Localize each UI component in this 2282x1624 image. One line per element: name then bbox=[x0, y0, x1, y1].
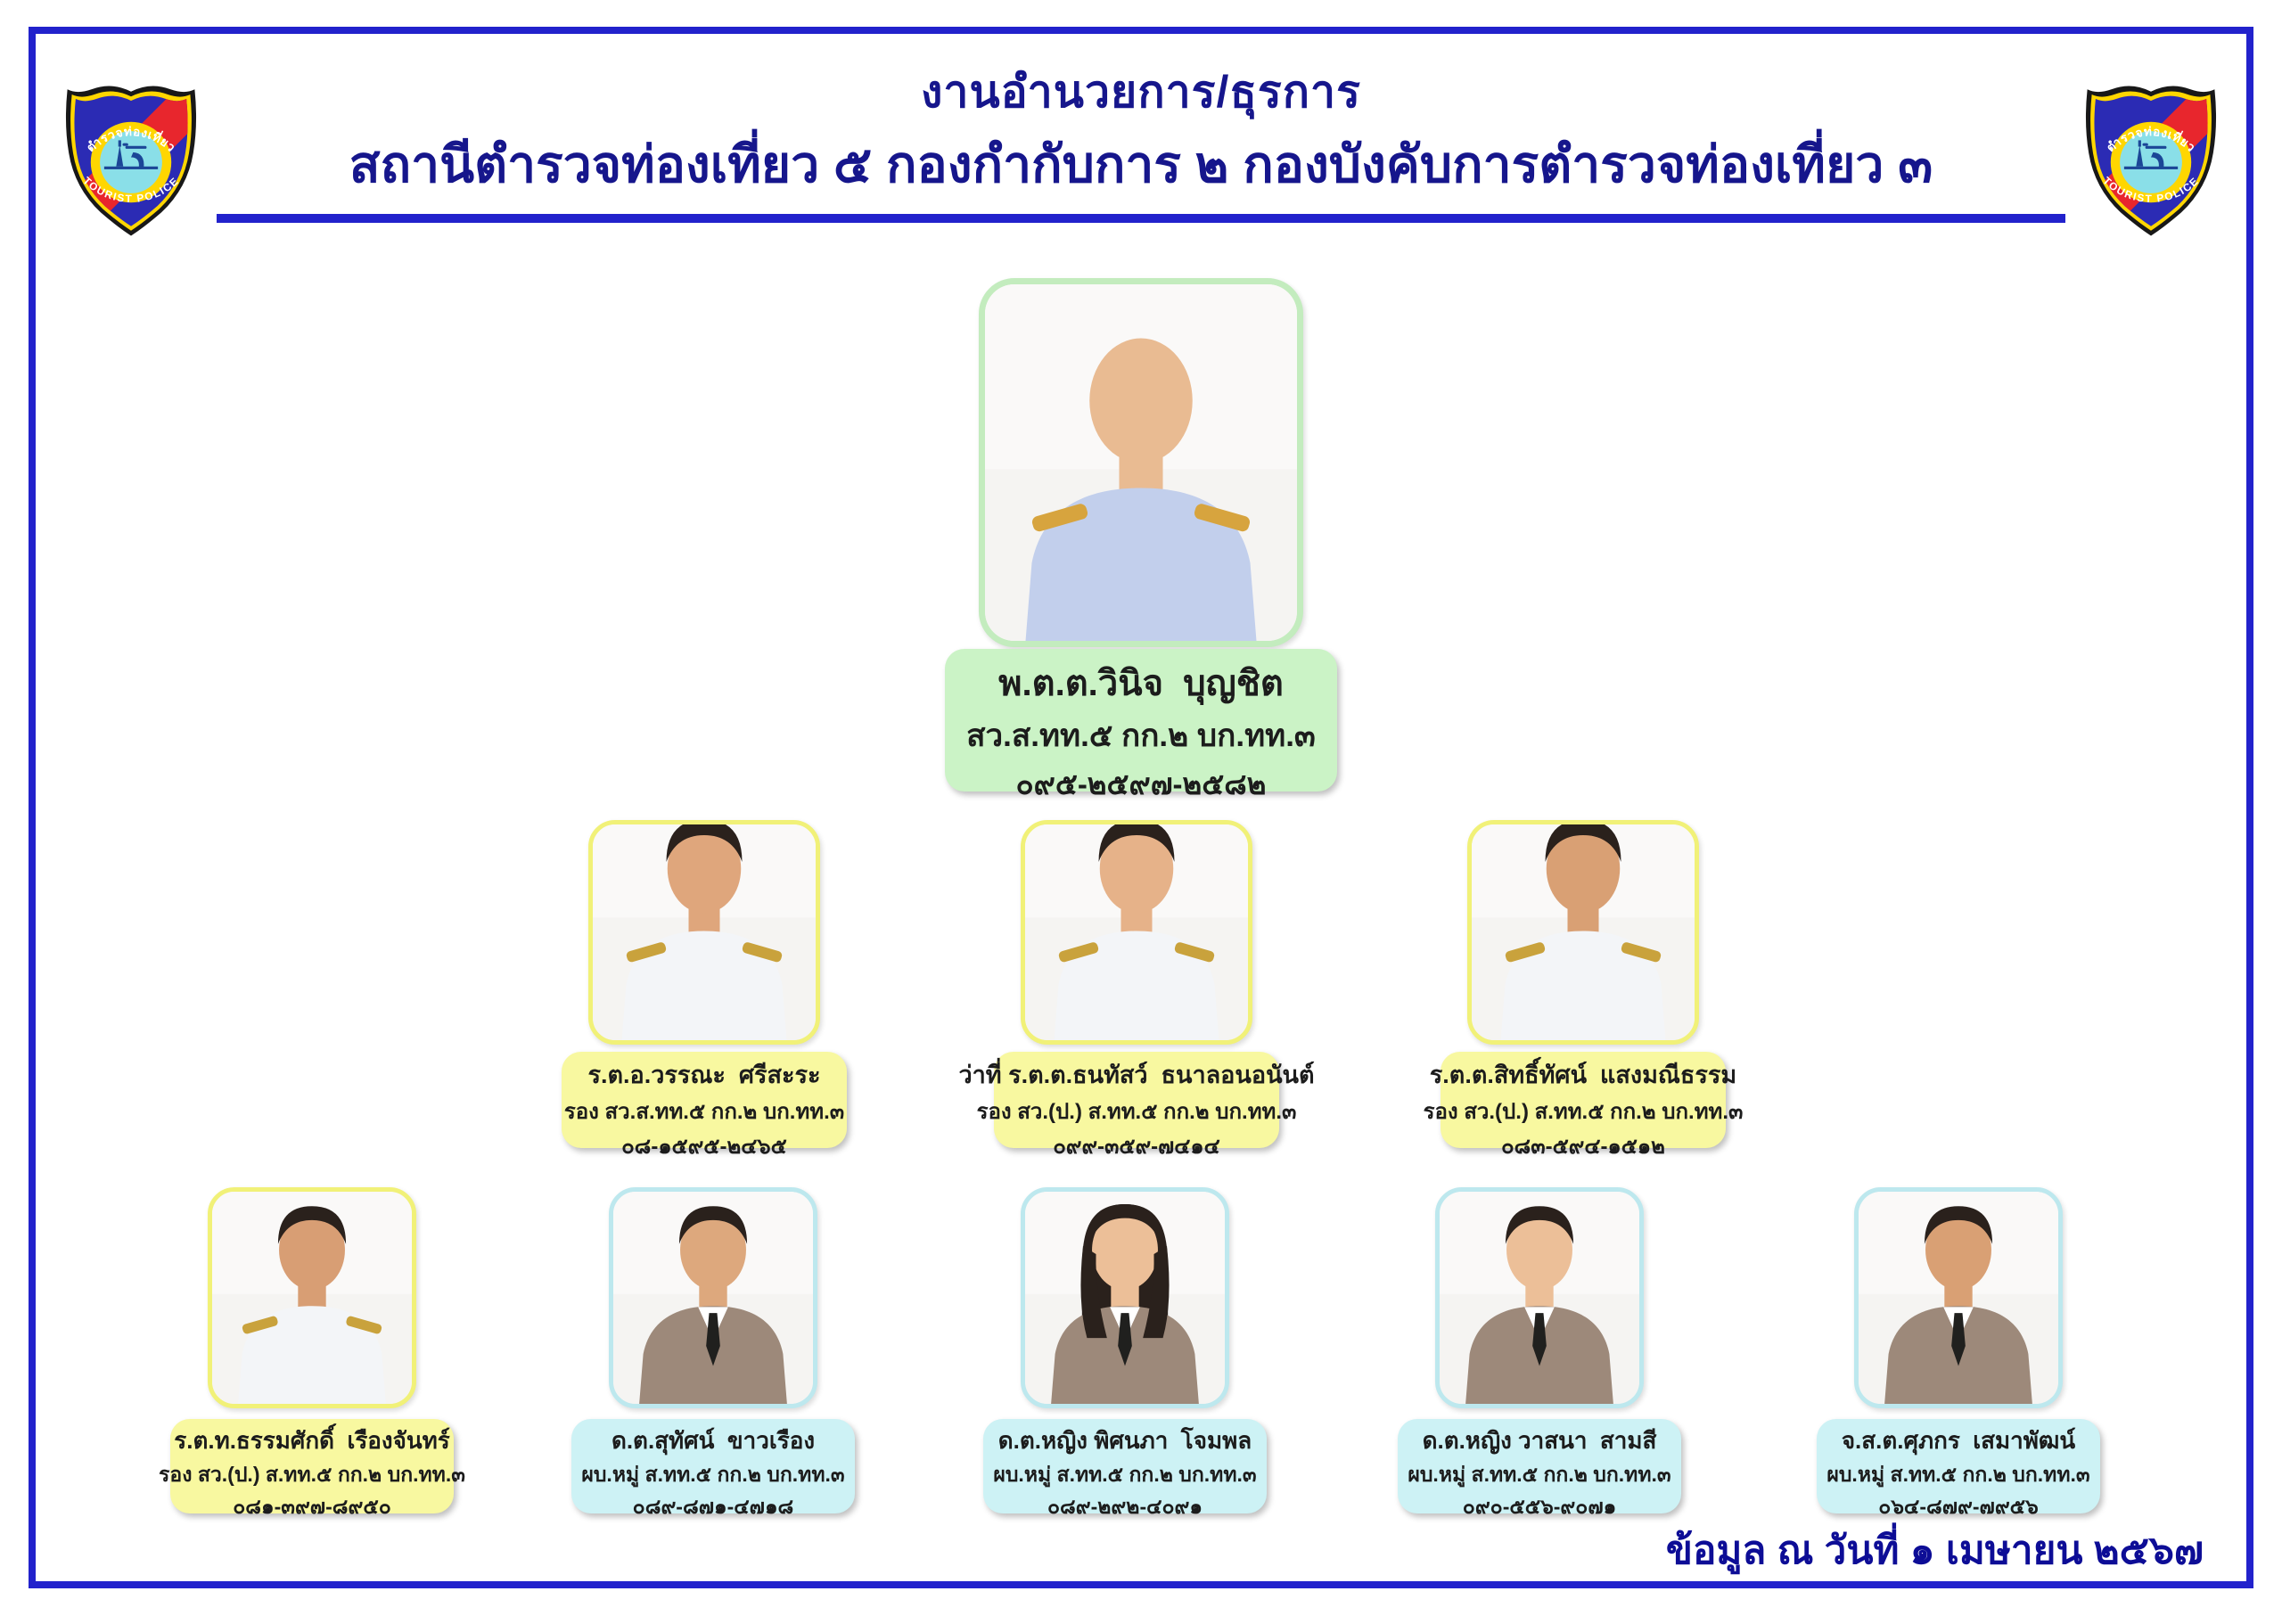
portrait-photo bbox=[1021, 820, 1252, 1045]
portrait-photo bbox=[979, 278, 1303, 647]
person-name: ว่าที่ ร.ต.ต.ธนทัสว์ ธนาลอนอนันต์ bbox=[958, 1062, 1315, 1088]
person-group: ร.ต.ต.สิทธิ์ทัศน์ แสงมณีธรรม รอง สว.(ป.)… bbox=[1424, 820, 1743, 1159]
person-name: จ.ส.ต.ศุภกร เสมาพัฒน์ bbox=[1841, 1427, 2076, 1454]
person-card: ร.ต.อ.วรรณะ ศรีสะระ รอง สว.ส.ทท.๕ กก.๒ บ… bbox=[562, 1052, 847, 1159]
person-phone: ๐๘๙-๒๙๒-๔๐๙๑ bbox=[1047, 1495, 1203, 1518]
person-position: ผบ.หมู่ ส.ทท.๕ กก.๒ บก.ทท.๓ bbox=[1408, 1463, 1671, 1486]
page-subtitle: สถานีตำรวจท่องเที่ยว ๕ กองกำกับการ ๒ กอง… bbox=[349, 136, 1933, 193]
person-name: ด.ต.หญิง วาสนา สามสี bbox=[1422, 1427, 1657, 1454]
person-card: ร.ต.ท.ธรรมศักดิ์ เรืองจันทร์ รอง สว.(ป.)… bbox=[159, 1419, 465, 1518]
person-card: ด.ต.หญิง วาสนา สามสี ผบ.หมู่ ส.ทท.๕ กก.๒… bbox=[1398, 1419, 1681, 1518]
person-group: ด.ต.หญิง พิศนภา โจมพล ผบ.หมู่ ส.ทท.๕ กก.… bbox=[983, 1187, 1267, 1518]
person-name: ด.ต.หญิง พิศนภา โจมพล bbox=[997, 1427, 1252, 1454]
person-phone: ๐๙๙-๓๕๙-๗๔๑๔ bbox=[1053, 1135, 1220, 1159]
person-position: สว.ส.ทท.๕ กก.๒ บก.ทท.๓ bbox=[966, 718, 1316, 753]
person-position: ผบ.หมู่ ส.ทท.๕ กก.๒ บก.ทท.๓ bbox=[993, 1463, 1257, 1486]
person-name: ร.ต.ต.สิทธิ์ทัศน์ แสงมณีธรรม bbox=[1429, 1062, 1737, 1088]
person-group: ร.ต.ท.ธรรมศักดิ์ เรืองจันทร์ รอง สว.(ป.)… bbox=[159, 1187, 465, 1518]
person-group: ด.ต.หญิง วาสนา สามสี ผบ.หมู่ ส.ทท.๕ กก.๒… bbox=[1398, 1187, 1681, 1518]
portrait-photo bbox=[1467, 820, 1699, 1045]
person-name: ร.ต.อ.วรรณะ ศรีสะระ bbox=[587, 1062, 821, 1088]
page-title: งานอำนวยการ/ธุรการ bbox=[920, 67, 1361, 117]
person-card: จ.ส.ต.ศุภกร เสมาพัฒน์ ผบ.หมู่ ส.ทท.๕ กก.… bbox=[1817, 1419, 2100, 1518]
person-phone: ๐๖๔-๘๗๙-๗๙๕๖ bbox=[1878, 1495, 2039, 1518]
person-group: ด.ต.สุทัศน์ ขาวเรือง ผบ.หมู่ ส.ทท.๕ กก.๒… bbox=[571, 1187, 855, 1518]
title-underline bbox=[217, 214, 2065, 223]
person-position: ผบ.หมู่ ส.ทท.๕ กก.๒ บก.ทท.๓ bbox=[581, 1463, 845, 1486]
person-position: รอง สว.(ป.) ส.ทท.๕ กก.๒ บก.ทท.๓ bbox=[159, 1463, 465, 1486]
person-position: รอง สว.(ป.) ส.ทท.๕ กก.๒ บก.ทท.๓ bbox=[976, 1100, 1297, 1124]
person-group: จ.ส.ต.ศุภกร เสมาพัฒน์ ผบ.หมู่ ส.ทท.๕ กก.… bbox=[1817, 1187, 2100, 1518]
portrait-photo bbox=[588, 820, 820, 1045]
portrait-photo bbox=[609, 1187, 817, 1408]
portrait-photo bbox=[1854, 1187, 2063, 1408]
person-name: ร.ต.ท.ธรรมศักดิ์ เรืองจันทร์ bbox=[174, 1427, 450, 1454]
data-as-of-date: ข้อมูล ณ วันที่ ๑ เมษายน ๒๕๖๗ bbox=[1665, 1529, 2204, 1572]
person-group-chief: พ.ต.ต.วินิจ บุญชิต สว.ส.ทท.๕ กก.๒ บก.ทท.… bbox=[945, 278, 1337, 800]
person-group: ร.ต.อ.วรรณะ ศรีสะระ รอง สว.ส.ทท.๕ กก.๒ บ… bbox=[562, 820, 847, 1159]
person-card: พ.ต.ต.วินิจ บุญชิต สว.ส.ทท.๕ กก.๒ บก.ทท.… bbox=[945, 649, 1337, 800]
tourist-police-badge-left: ตำรวจท่องเที่ยว TOURIST POLICE bbox=[59, 80, 203, 244]
portrait-photo bbox=[1435, 1187, 1644, 1408]
person-name: พ.ต.ต.วินิจ บุญชิต bbox=[998, 664, 1284, 703]
person-card: ด.ต.สุทัศน์ ขาวเรือง ผบ.หมู่ ส.ทท.๕ กก.๒… bbox=[571, 1419, 855, 1518]
person-phone: ๐๙๕-๒๕๙๗-๒๕๘๒ bbox=[1015, 767, 1267, 800]
portrait-photo bbox=[1021, 1187, 1229, 1408]
portrait-photo bbox=[208, 1187, 416, 1408]
person-phone: ๐๘๙-๘๗๑-๔๗๑๘ bbox=[632, 1495, 794, 1518]
person-card: ว่าที่ ร.ต.ต.ธนทัสว์ ธนาลอนอนันต์ รอง สว… bbox=[958, 1052, 1315, 1159]
person-position: รอง สว.(ป.) ส.ทท.๕ กก.๒ บก.ทท.๓ bbox=[1423, 1100, 1744, 1124]
person-card: ร.ต.ต.สิทธิ์ทัศน์ แสงมณีธรรม รอง สว.(ป.)… bbox=[1424, 1052, 1743, 1159]
person-phone: ๐๘๓-๕๙๔-๑๕๑๒ bbox=[1501, 1135, 1665, 1159]
person-position: ผบ.หมู่ ส.ทท.๕ กก.๒ บก.ทท.๓ bbox=[1826, 1463, 2090, 1486]
person-position: รอง สว.ส.ทท.๕ กก.๒ บก.ทท.๓ bbox=[563, 1100, 845, 1124]
person-phone: ๐๙๐-๕๕๖-๙๐๗๑ bbox=[1462, 1495, 1617, 1518]
person-name: ด.ต.สุทัศน์ ขาวเรือง bbox=[611, 1427, 816, 1454]
tourist-police-badge-right: ตำรวจท่องเที่ยว TOURIST POLICE bbox=[2079, 80, 2223, 244]
person-phone: ๐๘๑-๓๙๗-๘๙๕๐ bbox=[233, 1495, 391, 1518]
person-card: ด.ต.หญิง พิศนภา โจมพล ผบ.หมู่ ส.ทท.๕ กก.… bbox=[983, 1419, 1267, 1518]
person-group: ว่าที่ ร.ต.ต.ธนทัสว์ ธนาลอนอนันต์ รอง สว… bbox=[958, 820, 1315, 1159]
person-phone: ๐๘-๑๕๙๕-๒๔๖๕ bbox=[621, 1135, 787, 1159]
